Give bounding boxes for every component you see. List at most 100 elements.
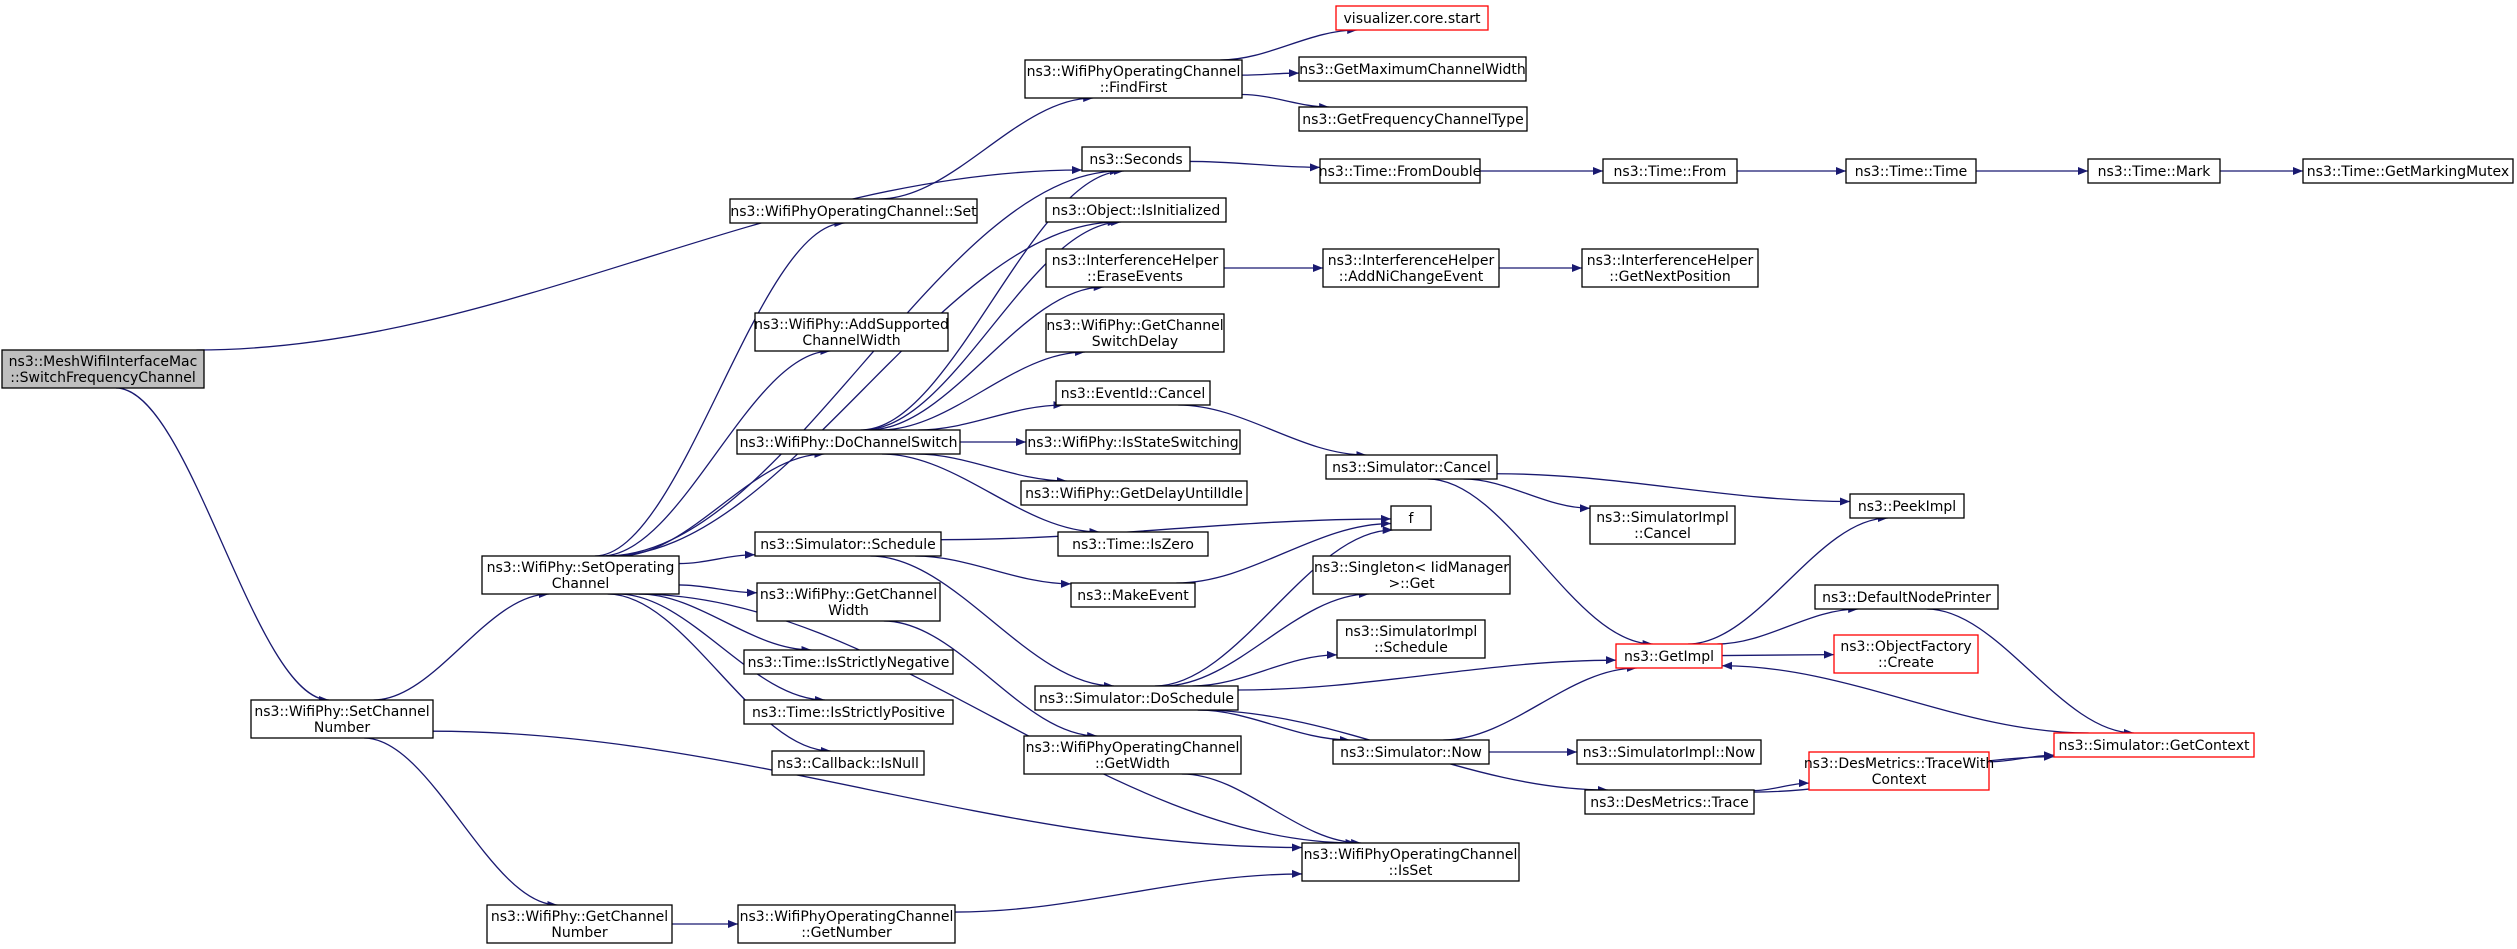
node-seconds[interactable]: ns3::Seconds	[1081, 146, 1191, 172]
node-findfirst-box	[1024, 59, 1243, 99]
node-getcontext[interactable]: ns3::Simulator::GetContext	[2053, 732, 2255, 758]
node-evcancel[interactable]: ns3::EventId::Cancel	[1055, 380, 1211, 406]
node-doschedule-box	[1034, 685, 1239, 711]
node-implnow-box	[1576, 739, 1762, 765]
edge-setop-to-simschedule	[678, 550, 756, 565]
node-simschedule-box	[754, 531, 942, 557]
edge-doswitch-to-getswitchdelay	[880, 348, 1086, 431]
node-isinit[interactable]: ns3::Object::IsInitialized	[1045, 197, 1227, 223]
node-strictneg-box	[743, 649, 954, 675]
node-getwidth-label-0: ns3::WifiPhyOperatingChannel	[1026, 740, 1240, 756]
node-opset[interactable]: ns3::WifiPhyOperatingChannel::Set	[729, 198, 978, 224]
node-simnow[interactable]: ns3::Simulator::Now	[1332, 739, 1490, 765]
edge-doschedule-to-getimpl	[1237, 656, 1617, 691]
node-getnumber[interactable]: ns3::WifiPhyOperatingChannel::GetNumber	[737, 904, 956, 944]
node-fromdouble[interactable]: ns3::Time::FromDouble	[1319, 158, 1482, 184]
node-getdelay[interactable]: ns3::WifiPhy::GetDelayUntilIdle	[1020, 480, 1248, 506]
node-getmaxcw-label-0: ns3::GetMaximumChannelWidth	[1299, 62, 1526, 78]
node-defaultnode[interactable]: ns3::DefaultNodePrinter	[1814, 584, 1999, 610]
node-getswitchdelay-box	[1045, 313, 1225, 353]
node-isset[interactable]: ns3::WifiPhyOperatingChannel::IsSet	[1301, 842, 1520, 882]
edge-root-to-setchan	[115, 387, 330, 704]
node-iszero[interactable]: ns3::Time::IsZero	[1057, 531, 1209, 557]
node-peekimpl-box	[1849, 493, 1965, 519]
edge-simnow-to-getimpl	[1443, 664, 1637, 741]
node-peekimpl[interactable]: ns3::PeekImpl	[1849, 493, 1965, 519]
node-isset-box	[1301, 842, 1520, 882]
node-strictneg[interactable]: ns3::Time::IsStrictlyNegative	[743, 649, 954, 675]
node-getmaxcw[interactable]: ns3::GetMaximumChannelWidth	[1298, 56, 1527, 82]
node-getwidth[interactable]: ns3::WifiPhyOperatingChannel::GetWidth	[1023, 735, 1242, 775]
node-trace[interactable]: ns3::DesMetrics::Trace	[1584, 789, 1755, 815]
node-isnull-label-0: ns3::Callback::IsNull	[777, 756, 919, 772]
node-f[interactable]: f	[1390, 505, 1432, 531]
edge-simcancel-to-implcancel	[1463, 478, 1591, 513]
node-implschedule[interactable]: ns3::SimulatorImpl::Schedule	[1336, 619, 1486, 659]
node-getmaxcw-box	[1298, 56, 1527, 82]
node-timetime-box	[1845, 158, 1977, 184]
node-getnumber-label-0: ns3::WifiPhyOperatingChannel	[740, 909, 954, 925]
node-findfirst[interactable]: ns3::WifiPhyOperatingChannel::FindFirst	[1024, 59, 1243, 99]
node-tracewith-label-1: Context	[1872, 772, 1927, 788]
node-isnull[interactable]: ns3::Callback::IsNull	[771, 750, 925, 776]
node-from[interactable]: ns3::Time::From	[1602, 158, 1738, 184]
node-singleton-label-1: >::Get	[1388, 576, 1435, 592]
node-getimpl[interactable]: ns3::GetImpl	[1615, 643, 1723, 669]
node-doschedule[interactable]: ns3::Simulator::DoSchedule	[1034, 685, 1239, 711]
node-getswitchdelay-label-0: ns3::WifiPhy::GetChannel	[1046, 318, 1223, 334]
node-strictpos[interactable]: ns3::Time::IsStrictlyPositive	[743, 699, 954, 725]
node-doswitch-label-0: ns3::WifiPhy::DoChannelSwitch	[740, 435, 958, 451]
node-getnext[interactable]: ns3::InterferenceHelper::GetNextPosition	[1581, 248, 1759, 288]
node-getmarking[interactable]: ns3::Time::GetMarkingMutex	[2302, 158, 2514, 184]
node-viz-box	[1335, 5, 1489, 31]
node-getdelay-label-0: ns3::WifiPhy::GetDelayUntilIdle	[1025, 486, 1243, 502]
edge-findfirst-to-viz	[1220, 26, 1358, 61]
node-addsupp-label-0: ns3::WifiPhy::AddSupported	[754, 317, 949, 333]
node-root-box	[1, 349, 205, 389]
node-isinit-label-0: ns3::Object::IsInitialized	[1052, 203, 1220, 219]
node-erase[interactable]: ns3::InterferenceHelper::EraseEvents	[1045, 248, 1225, 288]
node-isstate-label-0: ns3::WifiPhy::IsStateSwitching	[1027, 435, 1238, 451]
node-implnow[interactable]: ns3::SimulatorImpl::Now	[1576, 739, 1762, 765]
node-root-label-1: ::SwitchFrequencyChannel	[10, 370, 196, 386]
node-doswitch[interactable]: ns3::WifiPhy::DoChannelSwitch	[736, 429, 961, 455]
node-setchan-label-1: Number	[314, 720, 370, 736]
node-isnull-box	[771, 750, 925, 776]
node-makeevent[interactable]: ns3::MakeEvent	[1070, 582, 1196, 608]
node-viz[interactable]: visualizer.core.start	[1335, 5, 1489, 31]
node-tracewith-box	[1808, 751, 1990, 791]
edge-doswitch-to-isinit	[863, 218, 1122, 431]
node-addni[interactable]: ns3::InterferenceHelper::AddNiChangeEven…	[1322, 248, 1500, 288]
node-iszero-label-0: ns3::Time::IsZero	[1072, 537, 1194, 553]
node-getchanwidth-label-0: ns3::WifiPhy::GetChannel	[760, 587, 937, 603]
node-evcancel-label-0: ns3::EventId::Cancel	[1061, 386, 1206, 402]
node-root[interactable]: ns3::MeshWifiInterfaceMac::SwitchFrequen…	[1, 349, 205, 389]
edge-root-to-seconds	[196, 165, 1083, 351]
node-simcancel[interactable]: ns3::Simulator::Cancel	[1325, 454, 1498, 480]
node-getfreqtype[interactable]: ns3::GetFrequencyChannelType	[1298, 106, 1528, 132]
node-singleton[interactable]: ns3::Singleton< IidManager >::Get	[1312, 555, 1511, 595]
edge-getimpl-to-defaultnode	[1717, 605, 1859, 645]
node-implcancel[interactable]: ns3::SimulatorImpl::Cancel	[1589, 505, 1736, 545]
node-mark[interactable]: ns3::Time::Mark	[2087, 158, 2221, 184]
node-objfactory[interactable]: ns3::ObjectFactory::Create	[1833, 634, 1979, 674]
node-strictneg-label-0: ns3::Time::IsStrictlyNegative	[748, 655, 950, 671]
node-strictpos-label-0: ns3::Time::IsStrictlyPositive	[752, 705, 945, 721]
edge-setchan-to-isset	[432, 730, 1303, 852]
node-isstate[interactable]: ns3::WifiPhy::IsStateSwitching	[1025, 429, 1241, 455]
node-simschedule[interactable]: ns3::Simulator::Schedule	[754, 531, 942, 557]
node-fromdouble-label-0: ns3::Time::FromDouble	[1319, 164, 1482, 180]
node-simnow-box	[1332, 739, 1490, 765]
node-viz-label-0: visualizer.core.start	[1344, 11, 1481, 27]
node-timetime[interactable]: ns3::Time::Time	[1845, 158, 1977, 184]
node-addsupp-label-1: ChannelWidth	[802, 333, 900, 349]
node-f-label-0: f	[1409, 511, 1415, 527]
node-implschedule-label-1: ::Schedule	[1374, 640, 1448, 656]
